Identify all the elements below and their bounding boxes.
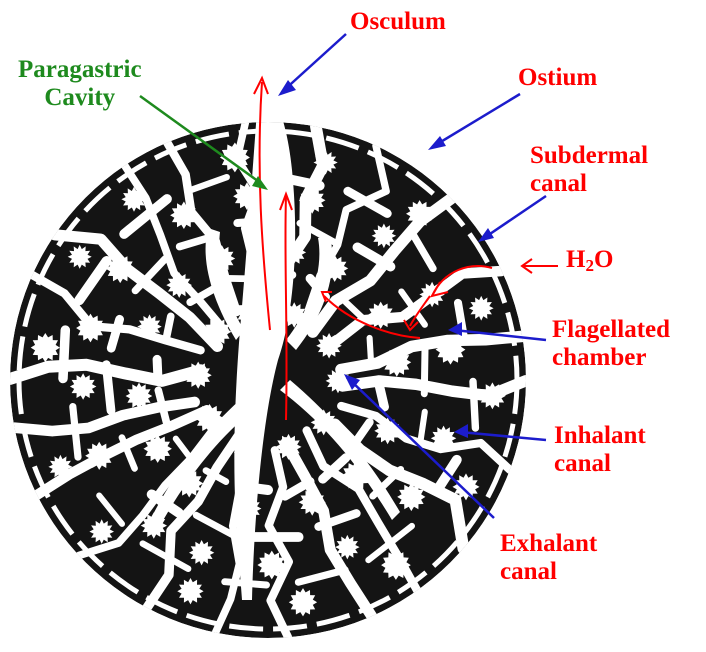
inhalant-canal-segment xyxy=(370,338,371,362)
subdermal-label-line2: canal xyxy=(530,170,648,198)
inhalant-canal-segment xyxy=(157,359,158,380)
exhalant-canal-label: Exhalant canal xyxy=(500,530,597,586)
osculum-label: Osculum xyxy=(350,8,446,36)
paragastric-label-line2: Cavity xyxy=(18,84,142,112)
water-label-h: H xyxy=(566,246,585,273)
inhalant-canal-segment xyxy=(63,330,65,378)
ostium-arrowhead xyxy=(428,136,446,150)
flow-path-upper xyxy=(285,196,286,420)
flagellated-label-line1: Flagellated xyxy=(552,316,670,344)
inhalant-canal-segment xyxy=(166,316,170,338)
inhalant-label-line1: Inhalant xyxy=(554,422,646,450)
inhalant-canal-label: Inhalant canal xyxy=(554,422,646,478)
subdermal-pointer xyxy=(484,196,546,238)
flagellated-chamber-label: Flagellated chamber xyxy=(552,316,670,372)
inhalant-canal-segment xyxy=(473,382,475,429)
inhalant-canal-segment xyxy=(424,349,425,393)
inhalant-canal-segment xyxy=(106,365,111,411)
ostium-label: Ostium xyxy=(518,64,597,92)
exhalant-label-line1: Exhalant xyxy=(500,530,597,558)
exhalant-label-line2: canal xyxy=(500,558,597,586)
flagellated-label-line2: chamber xyxy=(552,344,670,372)
inhalant-canal-segment xyxy=(378,380,384,407)
subdermal-canal-label: Subdermal canal xyxy=(530,142,648,198)
osculum-pointer xyxy=(282,34,346,92)
water-label-o: O xyxy=(594,246,613,273)
inhalant-label-line2: canal xyxy=(554,450,646,478)
water-label-subscript: 2 xyxy=(585,256,594,275)
ostium-pointer xyxy=(434,94,520,146)
water-label: H2O xyxy=(566,246,613,280)
paragastric-cavity-label: Paragastric Cavity xyxy=(18,56,142,112)
subdermal-label-line1: Subdermal xyxy=(530,142,648,170)
sponge-body xyxy=(10,92,526,638)
paragastric-label-line1: Paragastric xyxy=(18,56,142,84)
h2o-arrow xyxy=(522,259,558,273)
